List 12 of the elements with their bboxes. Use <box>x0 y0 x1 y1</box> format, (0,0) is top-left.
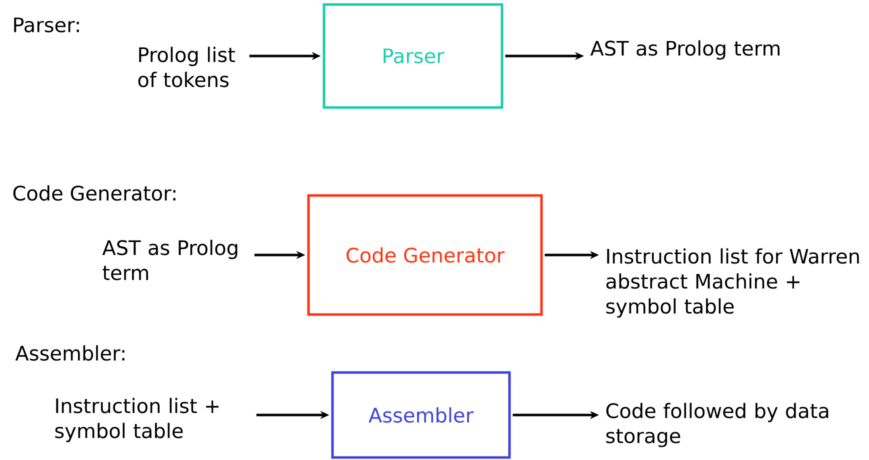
process-box: Parser <box>322 3 504 109</box>
data-text: AST as Prolog term <box>102 240 238 280</box>
section-label: Parser: <box>14 18 79 32</box>
data-text: AST as Prolog term <box>590 40 780 60</box>
data-text: Instruction list for Warren abstract Machine + symbol table <box>606 248 859 318</box>
process-box: Code Generator <box>307 194 543 316</box>
process-box: Assembler <box>331 371 511 459</box>
section-label: Code Generator: <box>13 185 176 201</box>
data-text: Instruction list + symbol table <box>55 398 219 442</box>
data-text: Prolog list of tokens <box>138 46 235 88</box>
data-text: Code followed by data storage <box>606 402 828 448</box>
section-label: Assembler: <box>15 345 124 361</box>
